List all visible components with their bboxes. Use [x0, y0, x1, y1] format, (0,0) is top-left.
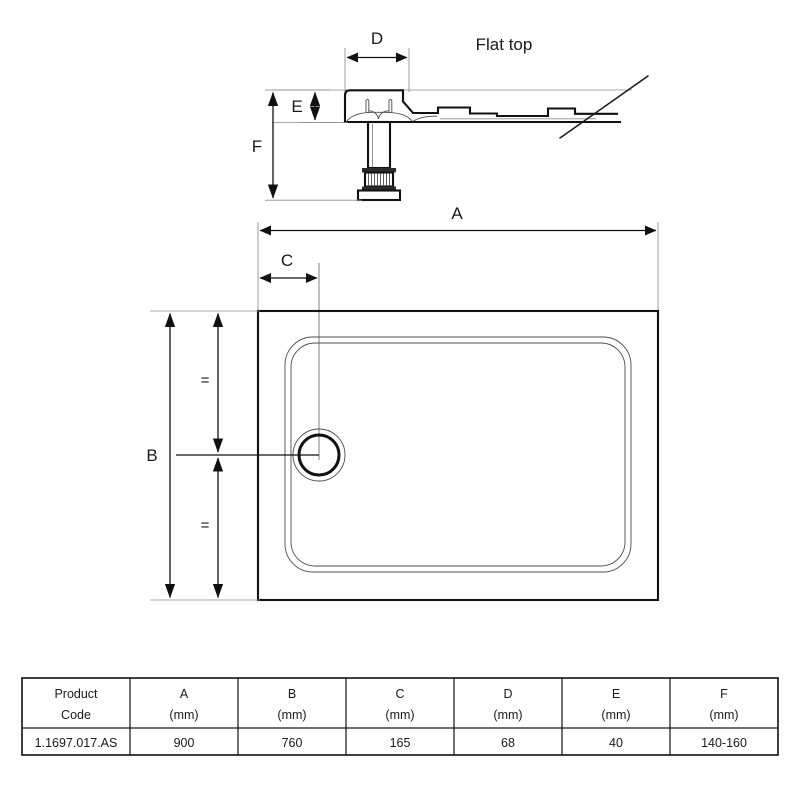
cross-section-view: D Flat top	[252, 29, 649, 202]
table-header-product-code-line2: Code	[61, 708, 91, 722]
table-header-c-line2: (mm)	[385, 708, 414, 722]
flat-top-note: Flat top	[476, 35, 533, 54]
waste-rib-left	[365, 99, 370, 114]
table-header-e-line1: E	[612, 687, 620, 701]
cell-d-value: 68	[501, 736, 515, 750]
dimension-label-f: F	[252, 137, 262, 156]
dimension-label-a: A	[451, 204, 463, 223]
table-header-b-line1: B	[288, 687, 296, 701]
cell-e-value: 40	[609, 736, 623, 750]
dimension-table: Product Code A (mm) B (mm) C (mm) D (mm)…	[21, 677, 779, 756]
table-row: 1.1697.017.AS 900 760 165 68 40 140-160	[35, 736, 747, 750]
table-header-product-code-line1: Product	[54, 687, 98, 701]
leg-knurl-ribs	[368, 173, 390, 186]
table-outer-border	[21, 677, 779, 756]
leg-collar-upper	[362, 168, 396, 173]
cell-b-value: 760	[282, 736, 303, 750]
equal-mark-lower: =	[201, 517, 210, 534]
section-break-line	[559, 75, 649, 139]
adjustable-leg	[356, 120, 402, 202]
cell-c-value: 165	[390, 736, 411, 750]
dimension-label-d: D	[371, 29, 383, 48]
cell-f-value: 140-160	[701, 736, 747, 750]
table-header-d-line2: (mm)	[493, 708, 522, 722]
tray-section-upper-profile	[343, 89, 619, 124]
table-header-e-line2: (mm)	[601, 708, 630, 722]
dimension-label-e: E	[291, 97, 302, 116]
table-header-b-line2: (mm)	[277, 708, 306, 722]
waste-rib-web	[368, 110, 390, 120]
cell-a-value: 900	[174, 736, 195, 750]
table-header-f-line2: (mm)	[709, 708, 738, 722]
waste-rib-right	[388, 99, 393, 114]
tray-section-relief-right	[412, 115, 438, 122]
table-header-d-line1: D	[503, 687, 512, 701]
tray-section-relief-left	[346, 111, 413, 122]
table-header-a-line2: (mm)	[169, 708, 198, 722]
dimension-label-b: B	[146, 446, 157, 465]
table-header-f-line1: F	[720, 687, 728, 701]
equal-mark-upper: =	[201, 372, 210, 389]
table-header-a-line1: A	[180, 687, 189, 701]
leg-collar-lower	[362, 186, 396, 191]
dimension-label-c: C	[281, 251, 293, 270]
table-header-c-line1: C	[395, 687, 404, 701]
leg-base-plate	[356, 189, 402, 202]
cell-product-code: 1.1697.017.AS	[35, 736, 118, 750]
plan-view: A C B =	[146, 204, 660, 602]
